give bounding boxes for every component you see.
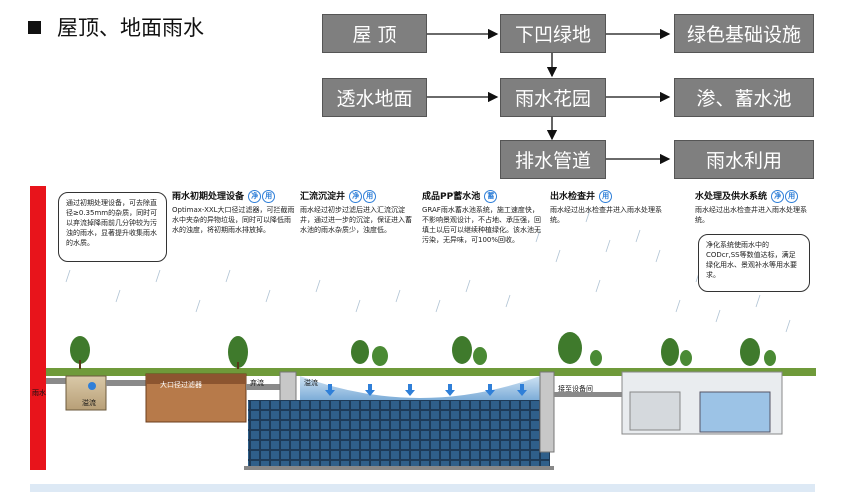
box-infiltration: 渗、蓄水池: [674, 78, 814, 117]
badge-use-icon: 用: [262, 190, 276, 203]
drain-well: [65, 375, 107, 411]
section-title-outlet: 出水检查井: [550, 192, 596, 202]
grass-strip: [46, 368, 816, 376]
section-title-text: 屋顶、地面雨水: [57, 16, 204, 40]
label-drain-well: 溢流: [82, 399, 96, 407]
badge-clean-icon: 净: [771, 190, 785, 203]
flow-arrows-down: [325, 384, 527, 396]
section-text-settling: 雨水经过初步过滤后进入汇流沉淀井，通过进一步的沉淀，保证进入蓄水池的雨水杂质少，…: [300, 206, 412, 234]
badge-clean-icon: 净: [349, 190, 363, 203]
badge-use-icon: 用: [599, 190, 613, 203]
section-title-treatment: 水处理及供水系统: [695, 192, 768, 202]
box-sunken-green: 下凹绿地: [500, 14, 606, 53]
callout-left: 通过初期处理设备，可去除直径≥0.35mm的杂质，同时可以弃流掉降雨前几分钟较为…: [58, 192, 167, 262]
section-text-outlet: 雨水经过出水检查井进入雨水处理系统。: [550, 206, 662, 224]
label-to-equipment: 接至设备间: [558, 385, 593, 393]
callout-right: 净化系统使雨水中的CODcr,SS等数值达标，满足绿化用水、景观补水等用水要求。: [698, 234, 810, 292]
storage-tank: [248, 400, 550, 468]
bottom-bar: [30, 484, 815, 492]
badge-use-icon: 用: [363, 190, 377, 203]
section-title-initial: 雨水初期处理设备: [172, 192, 245, 202]
badge-clean-icon: 净: [248, 190, 262, 203]
label-overflow-2: 溢流: [304, 379, 318, 387]
section-title: 屋顶、地面雨水: [28, 12, 204, 42]
red-side-bar: [30, 186, 46, 470]
badge-store-icon: 蓄: [484, 190, 498, 203]
box-roof: 屋 顶: [322, 14, 427, 53]
section-title-pp-tank: 成品PP蓄水池: [422, 192, 481, 202]
section-treatment: 水处理及供水系统 净用 雨水经过出水检查井进入雨水处理系统。: [695, 190, 815, 225]
label-rain-water: 雨水: [32, 389, 46, 397]
callout-left-text: 通过初期处理设备，可去除直径≥0.35mm的杂质，同时可以弃流掉降雨前几分钟较为…: [66, 199, 158, 247]
section-text-treatment: 雨水经过出水检查井进入雨水处理系统。: [695, 206, 807, 224]
trees: [70, 332, 776, 369]
box-reuse: 雨水利用: [674, 140, 814, 179]
section-text-pp-tank: GRAF雨水蓄水池系统，施工速度快，不影响景观设计，不占地、承压强，回填土以后可…: [422, 206, 541, 244]
inlet-pipe: [46, 378, 76, 384]
section-title-settling: 汇流沉淀井: [300, 192, 346, 202]
bullet-square-icon: [28, 20, 41, 34]
section-initial-treatment: 雨水初期处理设备 净用 Optimax-XXL大口径过滤器，可拦截雨水中夹杂的异…: [172, 190, 296, 235]
section-text-initial: Optimax-XXL大口径过滤器，可拦截雨水中夹杂的异物垃圾，同时可以降低雨水…: [172, 206, 295, 234]
label-large-filter: 大口径过滤器: [160, 381, 202, 389]
label-overflow: 弃流: [250, 379, 264, 387]
box-drainage: 排水管道: [500, 140, 606, 179]
outlet-well: [539, 371, 555, 453]
badge-use-icon: 用: [785, 190, 799, 203]
box-green-infra: 绿色基础设施: [674, 14, 814, 53]
box-permeable: 透水地面: [322, 78, 427, 117]
section-pp-tank: 成品PP蓄水池 蓄 GRAF雨水蓄水池系统，施工速度快，不影响景观设计，不占地、…: [422, 190, 542, 245]
box-rain-garden: 雨水花园: [500, 78, 606, 117]
callout-right-text: 净化系统使雨水中的CODcr,SS等数值达标，满足绿化用水、景观补水等用水要求。: [706, 241, 797, 279]
section-settling: 汇流沉淀井 净用 雨水经过初步过滤后进入汇流沉淀井，通过进一步的沉淀，保证进入蓄…: [300, 190, 414, 235]
section-outlet-well: 出水检查井 用 雨水经过出水检查井进入雨水处理系统。: [550, 190, 670, 225]
